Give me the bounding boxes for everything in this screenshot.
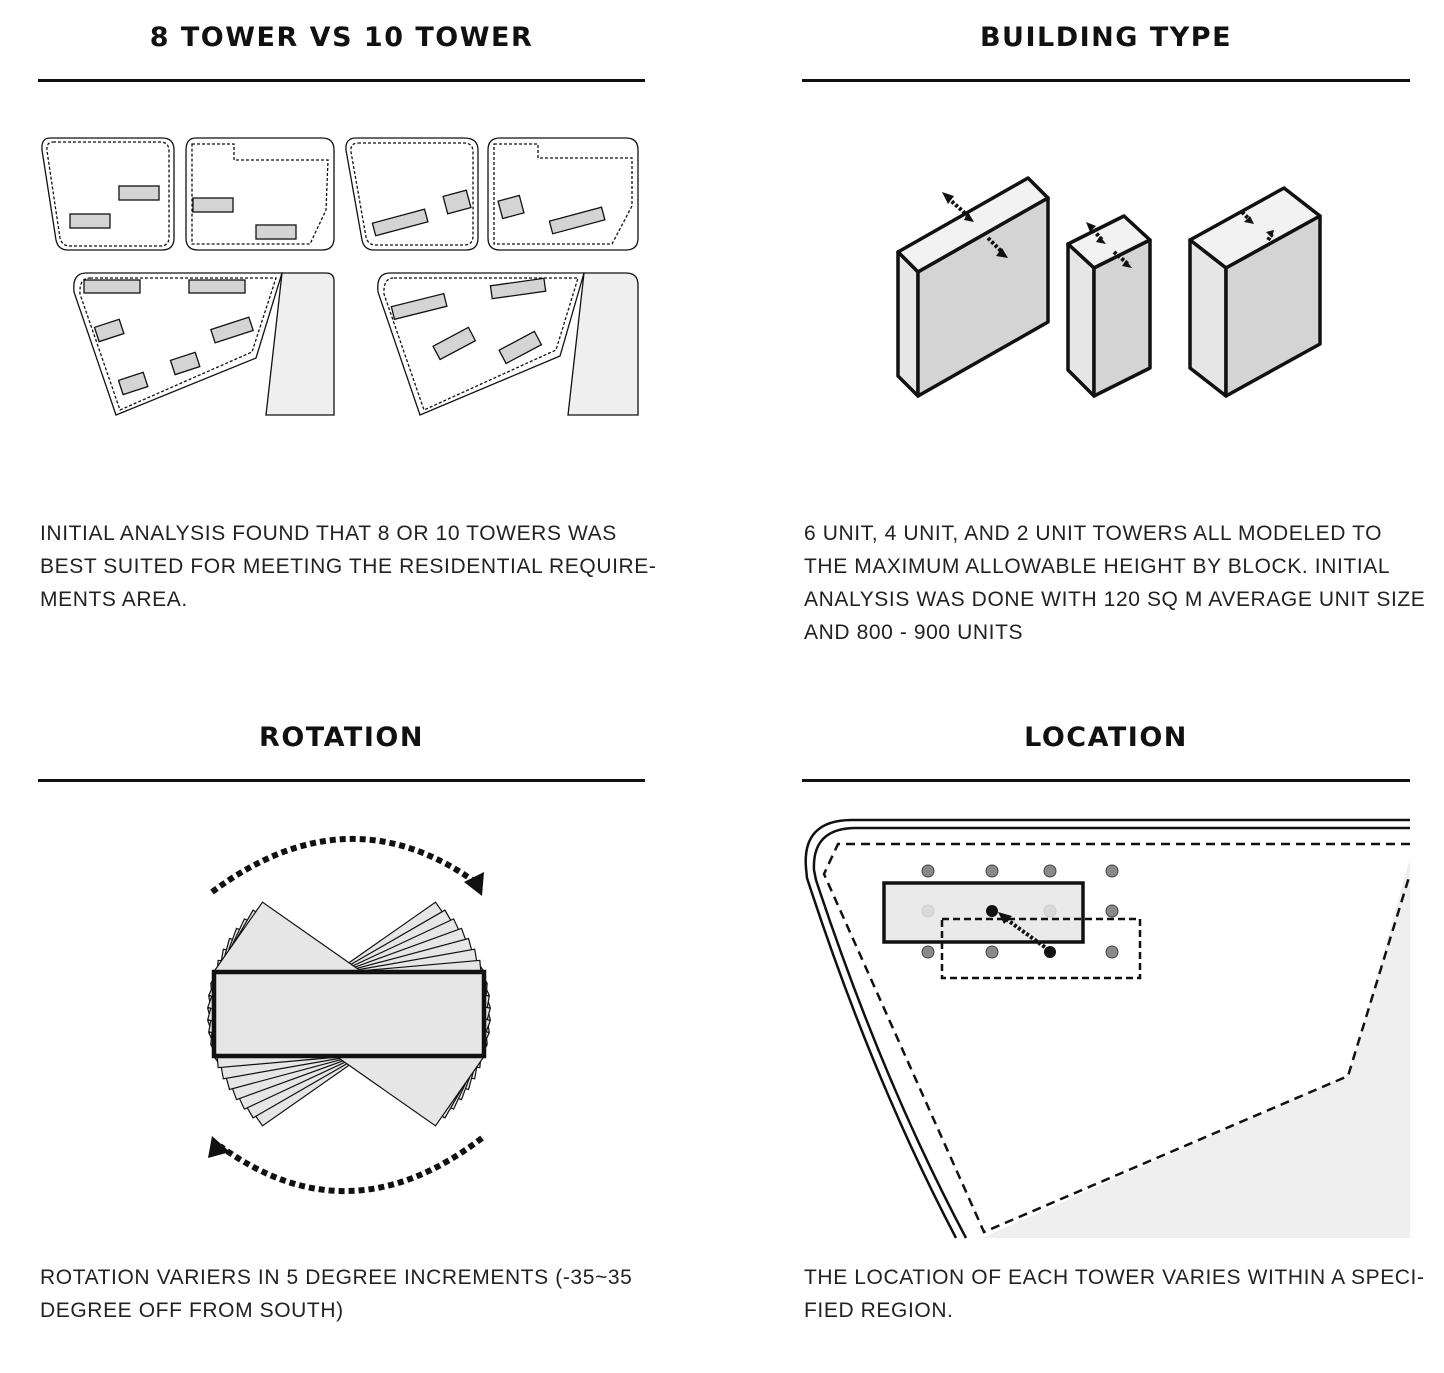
caption-line: 6 UNIT, 4 UNIT, AND 2 UNIT TOWERS ALL MO… [804,522,1383,545]
rotation-arrow-counterclockwise [218,1135,484,1194]
caption-line: DEGREE OFF FROM SOUTH) [40,1299,344,1322]
panel-title: ROTATION [259,722,424,753]
site-plan-4 [487,137,639,251]
arrowhead-icon [464,872,484,896]
site-plan-3 [345,137,479,251]
location-diagram [804,818,1412,1239]
caption-line: BEST SUITED FOR MEETING THE RESIDENTIAL … [40,555,657,578]
setback-line [822,842,1412,1234]
arrowhead-icon [208,1136,230,1158]
site-plan-5 [73,272,335,416]
caption-line: ROTATION VARIERS IN 5 DEGREE INCREMENTS … [40,1266,633,1289]
site-boundary [804,818,1410,1239]
panel-rotation: ROTATION ROTATION VARIERS IN 5 DEGREE IN… [38,700,645,1373]
rotation-diagram [206,836,492,1194]
site-plan-1 [41,137,175,251]
panel-caption: INITIAL ANALYSIS FOUND THAT 8 OR 10 TOWE… [40,517,657,616]
caption-line: THE LOCATION OF EACH TOWER VARIES WITHIN… [804,1266,1425,1289]
six-unit-tower-icon [896,176,1050,398]
panel-title: LOCATION [1024,722,1188,753]
panel-caption: ROTATION VARIERS IN 5 DEGREE INCREMENTS … [40,1261,632,1327]
target-point [1044,946,1056,958]
rotation-arrow-clockwise [210,836,480,895]
caption-line: ANALYSIS WAS DONE WITH 120 SQ M AVERAGE … [804,588,1426,611]
caption-line: THE MAXIMUM ALLOWABLE HEIGHT BY BLOCK. I… [804,555,1391,578]
arrowhead-icon [998,912,1012,924]
panel-title: 8 TOWER VS 10 TOWER [149,22,534,53]
tower-position-original [882,881,1085,944]
site-plan-6 [377,272,639,416]
panel-caption: THE LOCATION OF EACH TOWER VARIES WITHIN… [804,1261,1425,1327]
caption-line: FIED REGION. [804,1299,954,1322]
base-tower-footprint [211,969,487,1059]
site-plan-2 [185,137,335,251]
panel-location: LOCATION THE LOCATION OF EACH TOWER VARI… [802,700,1424,1373]
panel-building-type: BUILDING TYPE [802,0,1425,680]
caption-line: AND 800 - 900 UNITS [804,621,1024,644]
tower-count-diagram [41,137,639,416]
adjacent-site [982,858,1410,1238]
panel-title: BUILDING TYPE [979,22,1233,53]
tower-position-shifted [940,917,1142,980]
title-divider [38,779,645,782]
caption-line: MENTS AREA. [40,588,188,611]
building-type-diagram [896,176,1322,398]
caption-line: INITIAL ANALYSIS FOUND THAT 8 OR 10 TOWE… [40,522,617,545]
move-arrow [1000,914,1048,950]
title-divider [802,779,1410,782]
panel-caption: 6 UNIT, 4 UNIT, AND 2 UNIT TOWERS ALL MO… [804,517,1425,649]
panel-tower-count: 8 TOWER VS 10 TOWER [38,0,656,680]
two-unit-tower-icon [1188,186,1322,398]
origin-point [986,905,998,917]
title-divider [38,79,645,82]
four-unit-tower-icon [1066,214,1152,398]
title-divider [802,79,1410,82]
